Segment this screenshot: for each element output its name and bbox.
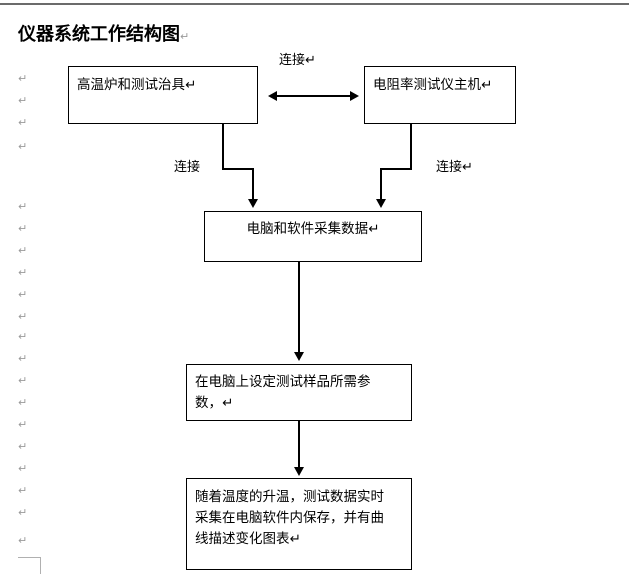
connector-params-record-shaft: [298, 421, 300, 469]
arrowhead-down-furnace-icon: [248, 199, 258, 208]
margin-pilcrow-17: ↵: [18, 484, 28, 497]
flow-box-params-label: 在电脑上设定测试样品所需参 数，↵: [195, 374, 371, 411]
page-title: 仪器系统工作结构图↵: [18, 20, 189, 46]
connector-label-top: 连接↵: [279, 53, 316, 68]
margin-pilcrow-14: ↵: [18, 418, 28, 431]
margin-pilcrow-15: ↵: [18, 440, 28, 453]
connector-host-acquire-seg1: [410, 124, 412, 170]
flow-box-furnace[interactable]: 高温炉和测试治具↵: [68, 66, 258, 124]
margin-pilcrow-13: ↵: [18, 396, 28, 409]
connector-furnace-acquire-seg2: [222, 168, 254, 170]
connector-label-left: 连接: [174, 160, 201, 175]
arrowhead-down-record-icon: [294, 467, 304, 476]
flow-box-record-label: 随着温度的升温，测试数据实时 采集在电脑软件内保存，并有曲 线描述变化图表↵: [195, 489, 384, 547]
arrowhead-left-icon: [268, 91, 277, 101]
pilcrow-mark: ↵: [180, 30, 190, 43]
margin-pilcrow-9: ↵: [18, 310, 28, 323]
margin-pilcrow-11: ↵: [18, 352, 28, 365]
margin-pilcrow-4: ↵: [18, 200, 28, 213]
arrowhead-down-params-icon: [294, 352, 304, 361]
margin-pilcrow-8: ↵: [18, 288, 28, 301]
connector-acquire-params-shaft: [298, 262, 300, 354]
margin-pilcrow-2: ↵: [18, 116, 28, 129]
connector-furnace-acquire-seg1: [222, 124, 224, 170]
connector-host-acquire-seg2: [380, 168, 412, 170]
text-boundary-corner-mark: [18, 557, 41, 574]
flow-box-host-label: 电阻率测试仪主机↵: [373, 77, 493, 93]
connector-host-acquire-seg3: [380, 168, 382, 201]
flow-box-acquire-label: 电脑和软件采集数据↵: [246, 221, 380, 237]
margin-pilcrow-1: ↵: [18, 94, 28, 107]
connector-label-right: 连接↵: [436, 160, 473, 175]
page-top-rule: [0, 3, 629, 5]
margin-pilcrow-18: ↵: [18, 506, 28, 519]
margin-pilcrow-3: ↵: [18, 140, 28, 153]
flow-box-host[interactable]: 电阻率测试仪主机↵: [364, 66, 516, 124]
flow-box-acquire[interactable]: 电脑和软件采集数据↵: [204, 211, 422, 262]
page-title-text: 仪器系统工作结构图: [18, 24, 180, 45]
flow-box-furnace-label: 高温炉和测试治具↵: [77, 77, 197, 93]
margin-pilcrow-10: ↵: [18, 330, 28, 343]
margin-pilcrow-7: ↵: [18, 266, 28, 279]
arrowhead-right-icon: [350, 91, 359, 101]
connector-furnace-acquire-seg3: [252, 168, 254, 201]
margin-pilcrow-6: ↵: [18, 244, 28, 257]
connector-bidirectional-shaft: [277, 95, 351, 97]
margin-pilcrow-12: ↵: [18, 374, 28, 387]
flow-box-record[interactable]: 随着温度的升温，测试数据实时 采集在电脑软件内保存，并有曲 线描述变化图表↵: [186, 478, 412, 570]
margin-pilcrow-5: ↵: [18, 222, 28, 235]
flow-box-params[interactable]: 在电脑上设定测试样品所需参 数，↵: [186, 364, 412, 421]
margin-pilcrow-0: ↵: [18, 72, 28, 85]
margin-pilcrow-19: ↵: [18, 534, 28, 547]
margin-pilcrow-16: ↵: [18, 462, 28, 475]
arrowhead-down-host-icon: [376, 199, 386, 208]
